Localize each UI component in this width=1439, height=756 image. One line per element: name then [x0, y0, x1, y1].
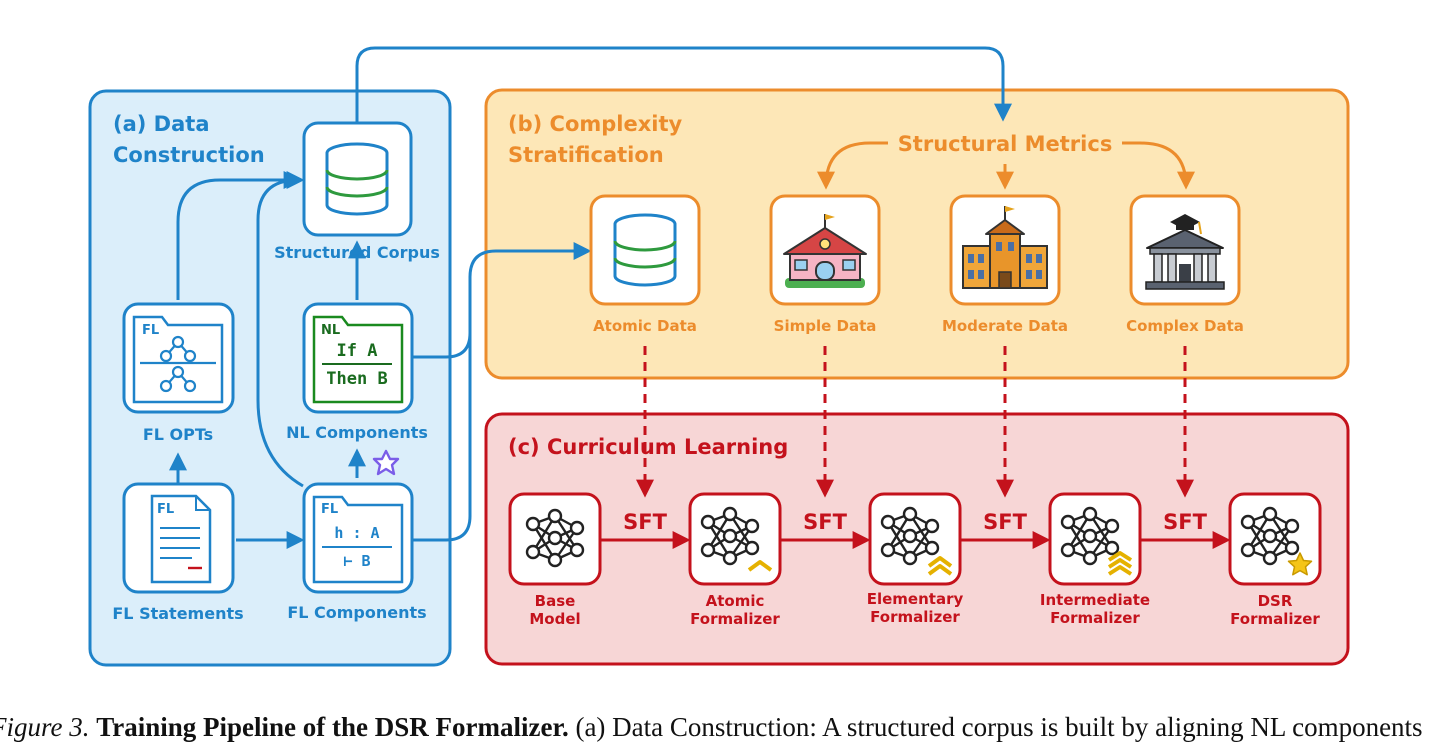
structural-metrics-label: Structural Metrics	[898, 132, 1113, 156]
fl-statements-tag: FL	[157, 502, 174, 517]
university-building-icon	[962, 205, 1048, 289]
fl-card-line2: ⊢ B	[343, 552, 370, 570]
database-icon	[325, 142, 389, 216]
data-construction-arrows	[169, 46, 1012, 549]
atomic-data-node	[589, 194, 701, 306]
sft-label-2: SFT	[803, 510, 847, 534]
ai-model-icon	[372, 449, 400, 476]
atomic-formalizer-node	[688, 492, 782, 586]
caption-text: (a) Data Construction: A structured corp…	[575, 712, 1423, 742]
school-icon	[783, 213, 867, 288]
fl-card-line1: h : A	[334, 524, 379, 542]
panel-b-title-line1: (b) Complexity	[508, 112, 683, 136]
fl-components-tag: FL	[321, 502, 338, 517]
figure-caption: Figure 3. Training Pipeline of the DSR F…	[0, 712, 1439, 756]
panel-b-title-line2: Stratification	[508, 143, 664, 167]
rank-triple-chevron-icon	[1107, 551, 1133, 576]
base-model-label-line1: Base	[535, 592, 576, 610]
fl-opts-node: FL	[122, 302, 235, 414]
dsr-formalizer-label-line2: Formalizer	[1230, 610, 1320, 628]
structured-corpus-label: Structured Corpus	[274, 243, 440, 262]
complex-data-label: Complex Data	[1126, 317, 1244, 335]
nl-card-line1: If A	[337, 341, 378, 361]
sft-label-1: SFT	[623, 510, 667, 534]
panel-a-title-line1: (a) Data	[113, 112, 210, 136]
base-model-label-line2: Model	[529, 610, 580, 628]
intermediate-formalizer-node	[1048, 492, 1142, 586]
tree-icon	[140, 335, 216, 393]
dsr-formalizer-node	[1228, 492, 1322, 586]
panel-complexity-stratification	[484, 88, 1350, 380]
panel-c-title: (c) Curriculum Learning	[508, 435, 788, 459]
complex-data-node	[1129, 194, 1241, 306]
sft-label-4: SFT	[1163, 510, 1207, 534]
intermediate-formalizer-label-line2: Formalizer	[1050, 609, 1140, 627]
structured-corpus-node	[302, 121, 413, 237]
intermediate-formalizer-label-line1: Intermediate	[1040, 591, 1150, 609]
atomic-formalizer-label-line2: Formalizer	[690, 610, 780, 628]
fl-statements-node: FL	[122, 482, 235, 594]
star-icon	[1287, 552, 1313, 576]
nl-components-node: NL If A Then B	[302, 302, 414, 414]
fl-opts-label: FL OPTs	[143, 425, 213, 444]
simple-data-node	[769, 194, 881, 306]
data-feed-arrows	[636, 346, 1194, 498]
nl-components-label: NL Components	[286, 423, 428, 442]
fl-statements-label: FL Statements	[112, 604, 243, 623]
graduate-institution-icon	[1145, 214, 1225, 290]
rank-double-chevron-icon	[927, 556, 953, 576]
elementary-formalizer-node	[868, 492, 962, 586]
dsr-formalizer-label-line1: DSR	[1258, 592, 1293, 610]
rank-chevron-icon	[747, 560, 773, 572]
fl-components-node: FL h : A ⊢ B	[302, 482, 414, 594]
nl-card-line2: Then B	[326, 369, 387, 389]
fl-components-label: FL Components	[287, 603, 426, 622]
moderate-data-node	[949, 194, 1061, 306]
caption-title: Training Pipeline of the DSR Formalizer.	[96, 712, 569, 742]
atomic-data-label: Atomic Data	[593, 317, 697, 335]
metrics-arrows	[817, 141, 1195, 190]
database-icon	[613, 213, 677, 287]
panel-a-title-line2: Construction	[113, 143, 265, 167]
moderate-data-label: Moderate Data	[942, 317, 1068, 335]
elementary-formalizer-label-line2: Formalizer	[870, 608, 960, 626]
sft-label-3: SFT	[983, 510, 1027, 534]
nl-tag: NL	[321, 323, 340, 338]
pipeline-diagram: (a) Data Construction (b) Complexity Str…	[88, 46, 1350, 667]
caption-figure-number: Figure 3.	[0, 712, 90, 742]
base-model-node	[508, 492, 602, 586]
simple-data-label: Simple Data	[774, 317, 877, 335]
elementary-formalizer-label-line1: Elementary	[867, 590, 964, 608]
fl-opts-tag: FL	[142, 323, 159, 338]
atomic-formalizer-label-line1: Atomic	[706, 592, 765, 610]
